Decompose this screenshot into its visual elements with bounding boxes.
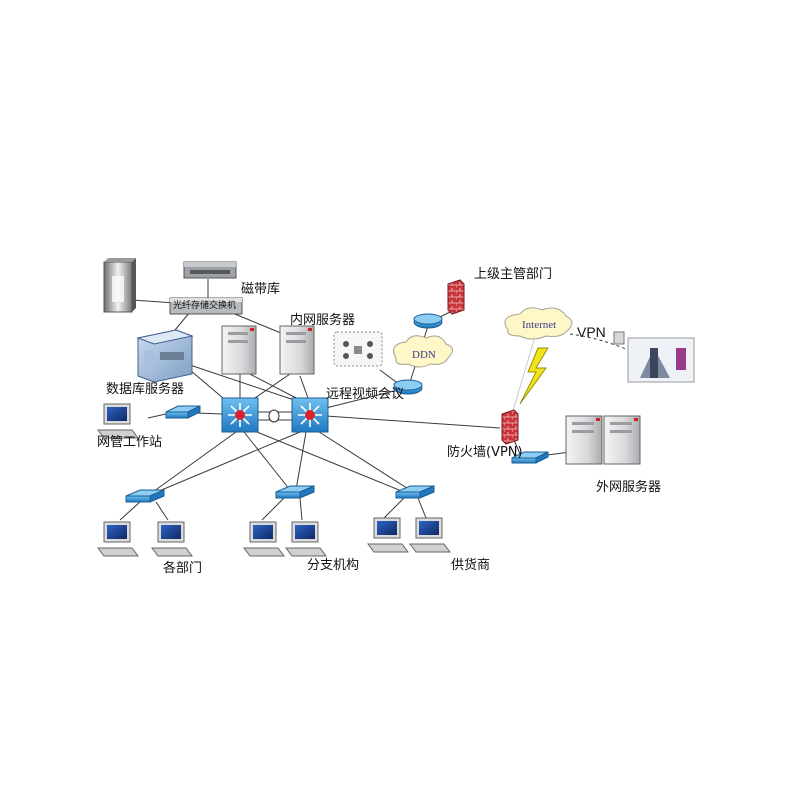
- workgroup-switch-icon[interactable]: [395, 485, 435, 499]
- label-intranet-servers: 内网服务器: [290, 313, 356, 328]
- link-srv2-core2: [299, 375, 309, 399]
- link-nms-switch: [147, 413, 167, 419]
- ddn-label: DDN: [412, 349, 436, 361]
- workstation-icon[interactable]: [409, 517, 451, 553]
- workstation-icon[interactable]: [97, 403, 139, 439]
- server-icon[interactable]: [279, 325, 315, 375]
- link-db-core2: [189, 364, 301, 403]
- label-database-server: 数据库服务器: [106, 382, 185, 397]
- label-san-switch: 光纤存储交换机: [173, 301, 237, 311]
- link-internet-firewall: [511, 339, 535, 415]
- ddn-cloud-icon: [393, 335, 453, 368]
- router-icon[interactable]: [413, 313, 443, 329]
- label-vpn: VPN: [577, 324, 606, 340]
- label-suppliers: 供货商: [451, 558, 491, 573]
- workgroup-switch-icon[interactable]: [125, 489, 165, 503]
- remote-user-icon[interactable]: [613, 331, 695, 383]
- link-core1-branch: [243, 431, 291, 491]
- link-dept-pc2: [155, 501, 169, 521]
- workstation-icon[interactable]: [243, 521, 285, 557]
- workstation-icon[interactable]: [97, 521, 139, 557]
- core-switch-icon[interactable]: [221, 397, 259, 433]
- server-icon[interactable]: [603, 415, 641, 465]
- link-supplier-pc1: [383, 497, 405, 519]
- link-branch-pc2: [299, 497, 303, 521]
- db-server-icon[interactable]: [136, 329, 194, 383]
- firewall-icon[interactable]: [447, 279, 465, 315]
- router-icon[interactable]: [393, 379, 423, 395]
- core-switch-icon[interactable]: [291, 397, 329, 433]
- link-core2-branch: [295, 431, 307, 491]
- link-nms-core1: [195, 412, 223, 415]
- link-supplier-pc2: [417, 497, 427, 519]
- link-core1-dept: [149, 431, 237, 495]
- link-san-to-db: [174, 311, 191, 331]
- link-firewall-vpnswitch: [513, 439, 521, 455]
- label-tape-library: 磁带库: [241, 282, 281, 297]
- label-departments: 各部门: [163, 561, 203, 576]
- vpn-tunnel-dashed: [569, 333, 629, 351]
- storage-tower-icon[interactable]: [103, 258, 136, 313]
- link-core2-dept: [151, 431, 301, 495]
- internet-label: Internet: [522, 319, 556, 331]
- server-icon[interactable]: [221, 325, 257, 375]
- workstation-icon[interactable]: [285, 521, 327, 557]
- link-core2-ddn-router: [325, 389, 399, 409]
- tape-library-icon[interactable]: [183, 261, 237, 279]
- server-icon[interactable]: [565, 415, 603, 465]
- label-upper-dept: 上级主管部门: [474, 267, 553, 282]
- internet-cloud-icon: [504, 307, 573, 340]
- lightning-icon: [519, 347, 549, 405]
- label-branches: 分支机构: [307, 558, 360, 573]
- label-video-conf: 远程视频会议: [326, 387, 405, 402]
- link-core2-firewall: [325, 415, 501, 429]
- workgroup-switch-icon[interactable]: [165, 405, 201, 419]
- link-dept-pc1: [119, 501, 141, 521]
- link-core2-supplier: [315, 429, 411, 491]
- workstation-icon[interactable]: [367, 517, 409, 553]
- label-extranet-servers: 外网服务器: [596, 480, 662, 495]
- label-firewall-vpn: 防火墙(VPN): [447, 445, 523, 460]
- firewall-icon[interactable]: [501, 409, 519, 445]
- san-switch-icon[interactable]: [169, 297, 243, 315]
- core-link-ring: [268, 409, 280, 423]
- link-srv2-core1: [251, 373, 291, 401]
- label-nms-workstation: 网管工作站: [97, 435, 163, 450]
- link-branch-pc1: [261, 497, 285, 521]
- workgroup-switch-icon[interactable]: [275, 485, 315, 499]
- link-core1-supplier: [251, 429, 405, 493]
- vpn-switch-icon[interactable]: [511, 451, 549, 464]
- workstation-icon[interactable]: [151, 521, 193, 557]
- video-conference-icon[interactable]: [333, 331, 383, 367]
